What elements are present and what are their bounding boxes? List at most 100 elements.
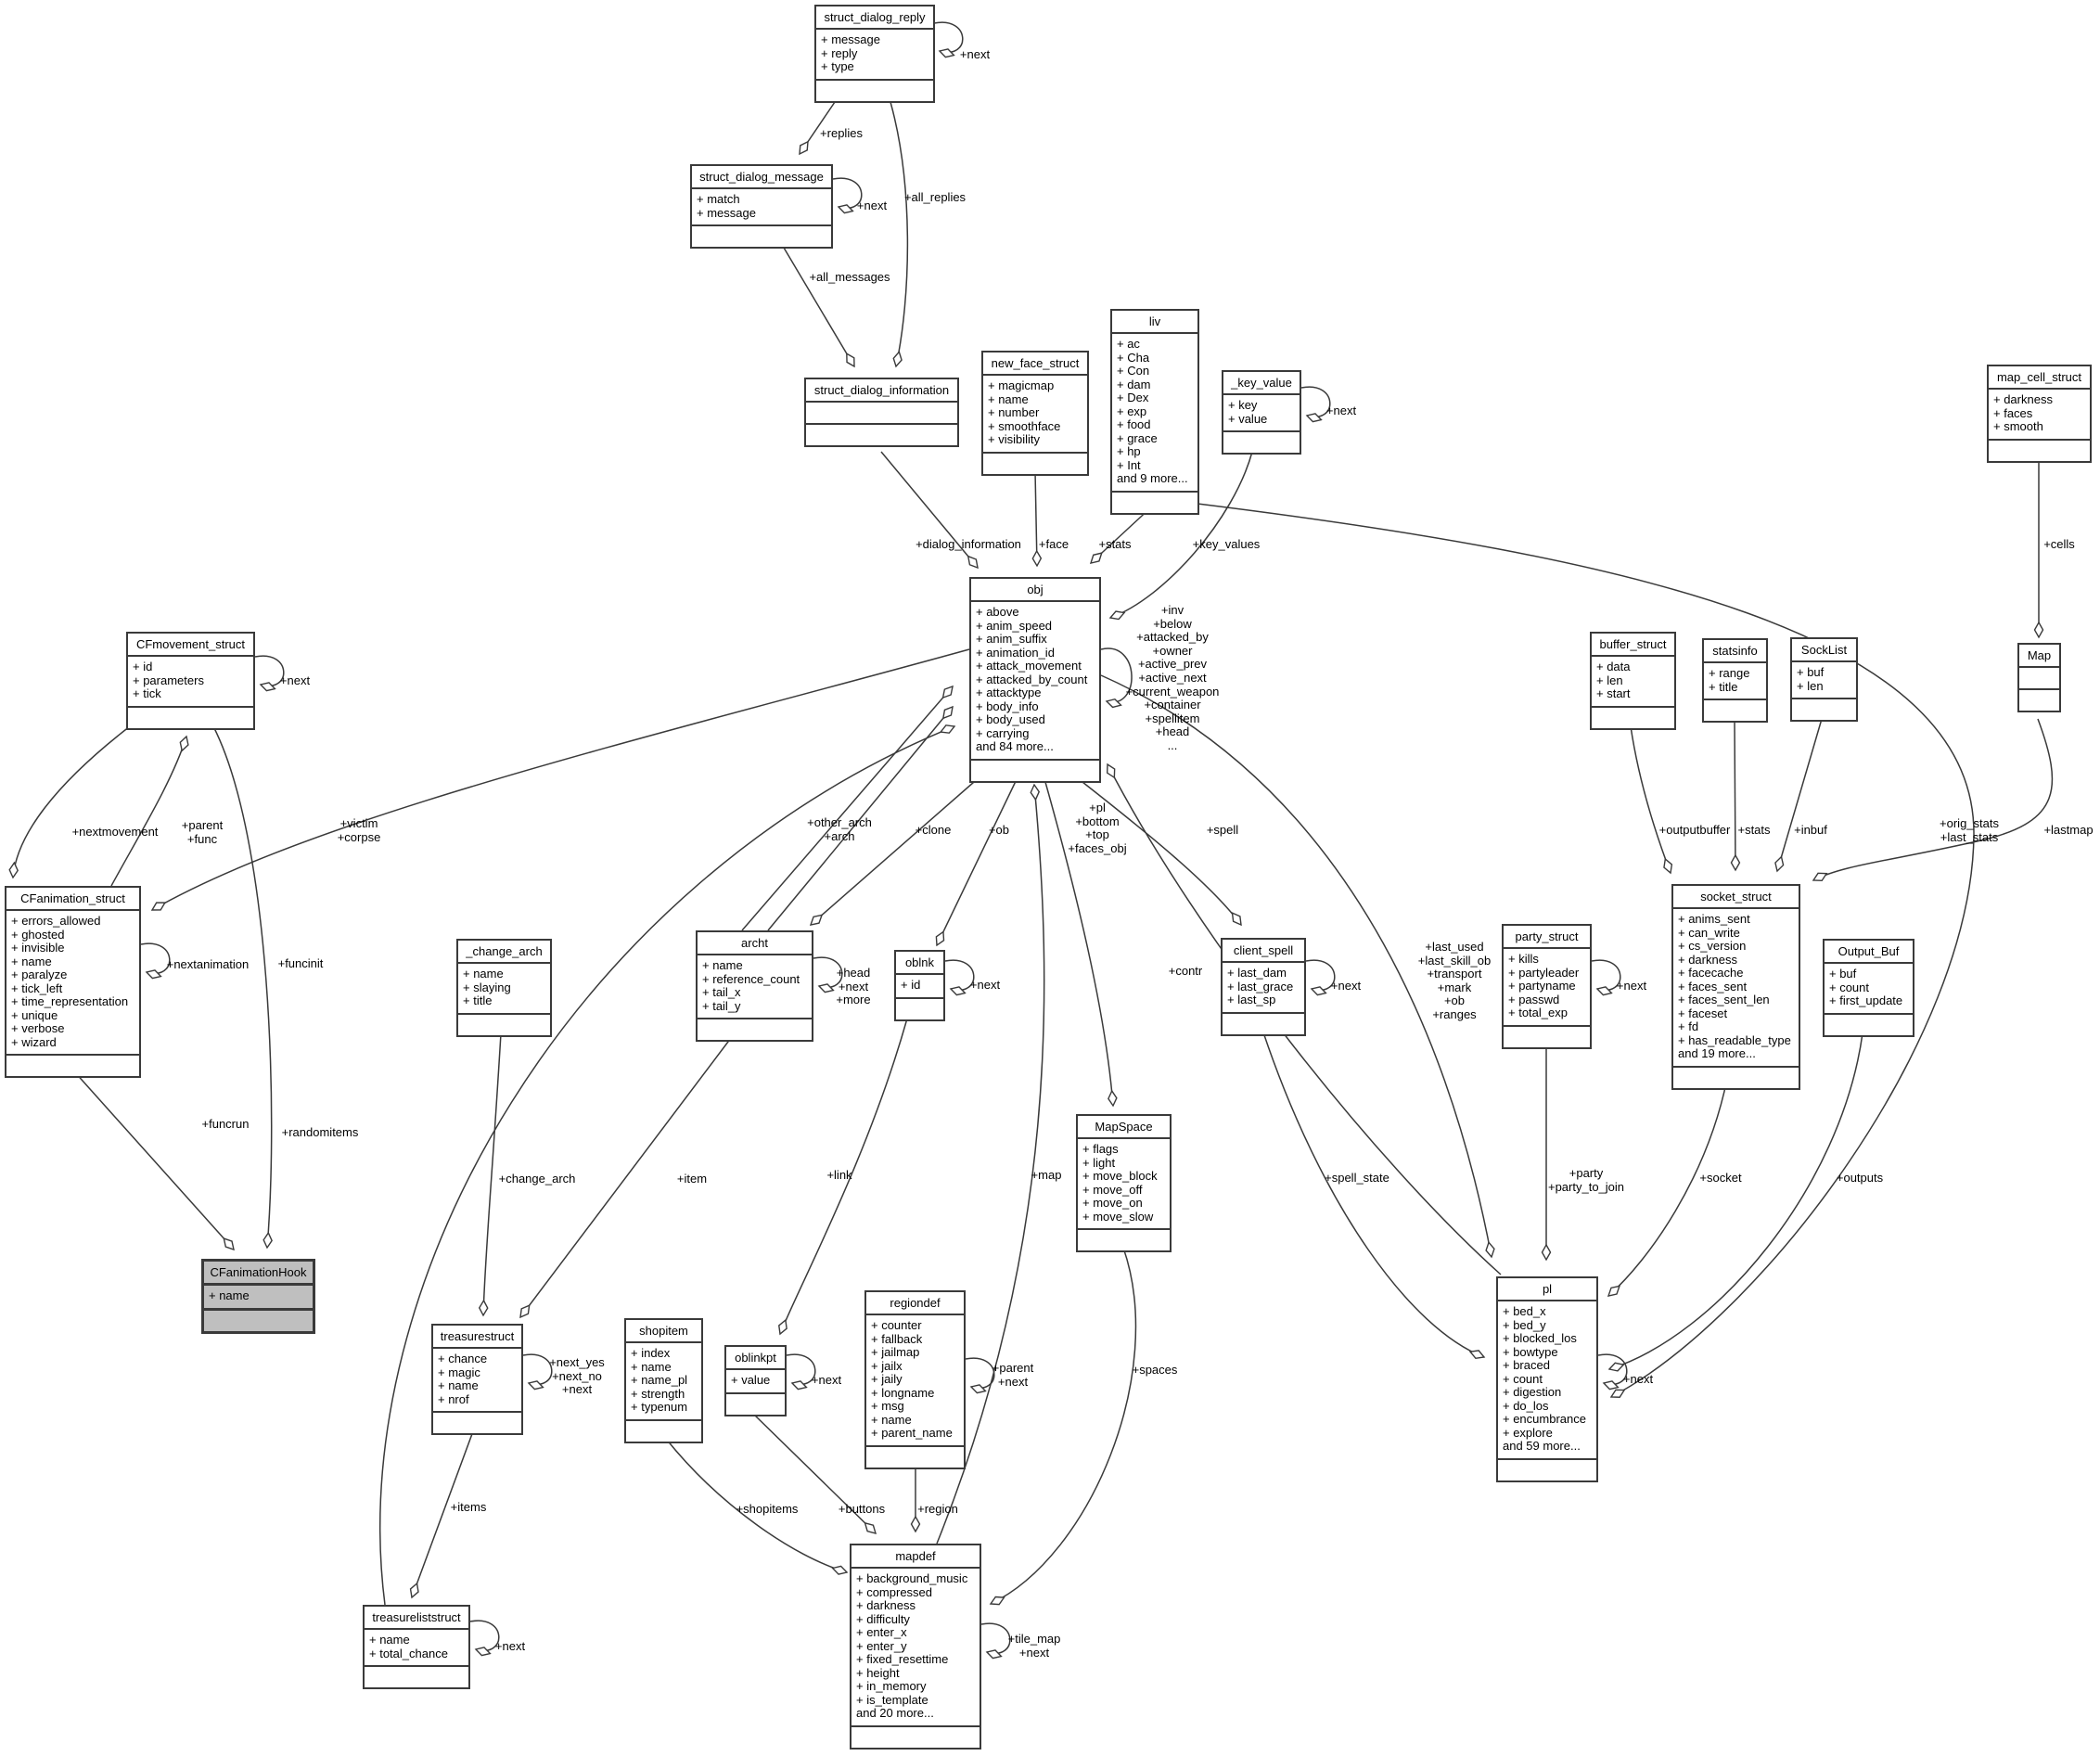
class-node-socket_struct[interactable]: socket_struct+ anims_sent+ can_write+ cs… [1671,884,1800,1090]
edge-shopitem-mapdef [665,1438,849,1575]
edge-label-line: +contr [1168,964,1203,978]
class-node-struct_dialog_information[interactable]: struct_dialog_information [804,378,959,447]
class-node-shopitem[interactable]: shopitem+ index+ name+ name_pl+ strength… [624,1318,703,1443]
class-attr: + animation_id [976,646,1055,660]
class-attr: + faceset [1678,1006,1728,1020]
edge-label: +all_replies [904,190,966,205]
class-attr: + bed_x [1503,1305,1546,1318]
edge-CFmovement_struct-CFanimation_struct [8,725,131,879]
class-attr: + count [1829,981,1870,994]
edge-treasurestruct-treasureliststruct [409,1430,474,1599]
class-attr: + digestion [1503,1386,1562,1399]
class-attr: + tick [133,687,161,700]
class-attr: + tail_x [702,986,741,999]
class-title: _key_value [1231,376,1292,390]
class-attr: + errors_allowed [11,915,101,928]
class-title: socket_struct [1700,890,1772,904]
class-attr: + Cha [1117,351,1150,365]
class-node-liv[interactable]: liv+ ac+ Cha+ Con+ dam+ Dex+ exp+ food+ … [1110,309,1199,515]
class-node-SockList[interactable]: SockList+ buf+ len [1790,637,1858,722]
edge-label-line: +tile_map [1007,1632,1061,1646]
class-node-Map[interactable]: Map [2017,643,2061,712]
edge-obj-oblnk [935,775,1019,947]
class-node-statsinfo[interactable]: statsinfo+ range+ title [1702,638,1768,723]
class-node-CFanimation_struct[interactable]: CFanimation_struct+ errors_allowed+ ghos… [5,886,141,1078]
edge-label: +contr [1168,964,1203,979]
class-node-obj[interactable]: obj+ above+ anim_speed+ anim_suffix+ ani… [969,577,1101,783]
class-node-treasureliststruct[interactable]: treasureliststruct+ name+ total_chance [363,1605,470,1689]
class-empty-section [1223,1011,1304,1034]
class-node-_key_value[interactable]: _key_value+ key+ value [1222,370,1301,455]
class-attrs: + buf+ count+ first_update [1825,962,1913,1013]
class-node-struct_dialog_reply[interactable]: struct_dialog_reply+ message+ reply+ typ… [814,5,935,103]
edge-obj-archt [809,775,982,926]
edge-label-line: +next [561,1382,593,1397]
edge-oblinkpt-mapdef [752,1413,877,1534]
edge-mapdef-obj [936,783,1045,1545]
class-attr: + last_sp [1227,993,1276,1006]
class-attr: + passwd [1508,993,1560,1006]
class-node-oblnk[interactable]: oblnk+ id [894,950,945,1021]
class-attr: + message [821,33,880,46]
class-attr: + len [1596,673,1623,687]
self-loop-struct_dialog_reply [933,21,964,58]
class-attrs: + id+ parameters+ tick [128,655,253,706]
edge-CFanimation_struct-CFanimationHook [73,1070,235,1251]
class-empty-section [1112,490,1197,513]
edge-label-line: +link [826,1168,852,1182]
class-node-new_face_struct[interactable]: new_face_struct+ magicmap+ name+ number+… [981,351,1089,476]
self-loop-_key_value [1300,386,1331,423]
class-attr: + name [702,959,743,972]
edge-label: +next [812,1373,841,1388]
edge-label-line: +next [1616,979,1647,993]
class-attr: + explore [1503,1426,1553,1440]
class-node-regiondef[interactable]: regiondef+ counter+ fallback+ jailmap+ j… [864,1290,966,1469]
class-empty-section [852,1724,980,1748]
class-node-CFanimationHook[interactable]: CFanimationHook+ name [201,1259,315,1334]
class-node-_change_arch[interactable]: _change_arch+ name+ slaying+ title [456,939,552,1037]
class-attr: + Int [1117,458,1141,472]
class-node-pl[interactable]: pl+ bed_x+ bed_y+ blocked_los+ bowtype+ … [1496,1276,1598,1482]
class-node-archt[interactable]: archt+ name+ reference_count+ tail_x+ ta… [696,930,813,1042]
edge-label: +item [677,1172,707,1186]
class-attr: + cs_version [1678,940,1747,953]
edge-label-line: +buttons [838,1502,886,1516]
class-attr: + id [133,660,153,673]
class-attr: + time_representation [11,995,129,1008]
class-attr: + count [1503,1372,1543,1386]
edge-label-line: +owner [1152,643,1193,658]
class-attrs: + last_dam+ last_grace+ last_sp [1223,961,1304,1012]
class-node-client_spell[interactable]: client_spell+ last_dam+ last_grace+ last… [1221,938,1306,1036]
class-node-CFmovement_struct[interactable]: CFmovement_struct+ id+ parameters+ tick [126,632,255,730]
class-node-oblinkpt[interactable]: oblinkpt+ value [724,1345,787,1416]
class-node-party_struct[interactable]: party_struct+ kills+ partyleader+ partyn… [1502,924,1592,1049]
class-node-Output_Buf[interactable]: Output_Buf+ buf+ count+ first_update [1823,939,1914,1037]
edge-label-line: +active_next [1138,670,1207,685]
class-attr: + typenum [631,1401,688,1414]
class-attr: + can_write [1678,926,1740,940]
edge-label: +other_arch+arch [807,815,872,843]
class-attrs: + errors_allowed+ ghosted+ invisible+ na… [6,909,139,1054]
self-loop-pl [1597,1353,1628,1391]
class-node-treasurestruct[interactable]: treasurestruct+ chance+ magic+ name+ nro… [431,1324,523,1435]
class-node-mapdef[interactable]: mapdef+ background_music+ compressed+ da… [850,1544,981,1750]
edge-label-line: +ob [1443,993,1466,1008]
class-node-map_cell_struct[interactable]: map_cell_struct+ darkness+ faces+ smooth [1987,365,2092,463]
class-node-buffer_struct[interactable]: buffer_struct+ data+ len+ start [1590,632,1676,730]
edge-label-line: +funcinit [277,956,324,970]
class-attr: + braced [1503,1359,1550,1372]
edge-label: +next_yes+next_no+next [549,1355,605,1397]
edge-label-line: +clone [915,823,952,837]
edge-struct_dialog_reply-struct_dialog_information [890,101,909,368]
class-attrs: + message+ reply+ type [816,28,933,79]
edge-label-line: +faces_obj [1068,840,1127,855]
class-node-struct_dialog_message[interactable]: struct_dialog_message+ match+ message [690,164,833,249]
class-attrs: + name+ reference_count+ tail_x+ tail_y [698,954,812,1018]
edge-label: +shopitems [736,1502,799,1517]
class-title: regiondef [890,1296,941,1310]
class-node-MapSpace[interactable]: MapSpace+ flags+ light+ move_block+ move… [1076,1114,1172,1252]
edge-label-line: +inv [1160,603,1184,617]
class-attr: + compressed [856,1585,933,1599]
edge-label: +victim+corpse [338,816,381,844]
edge-MapSpace-mapdef [989,1247,1137,1606]
